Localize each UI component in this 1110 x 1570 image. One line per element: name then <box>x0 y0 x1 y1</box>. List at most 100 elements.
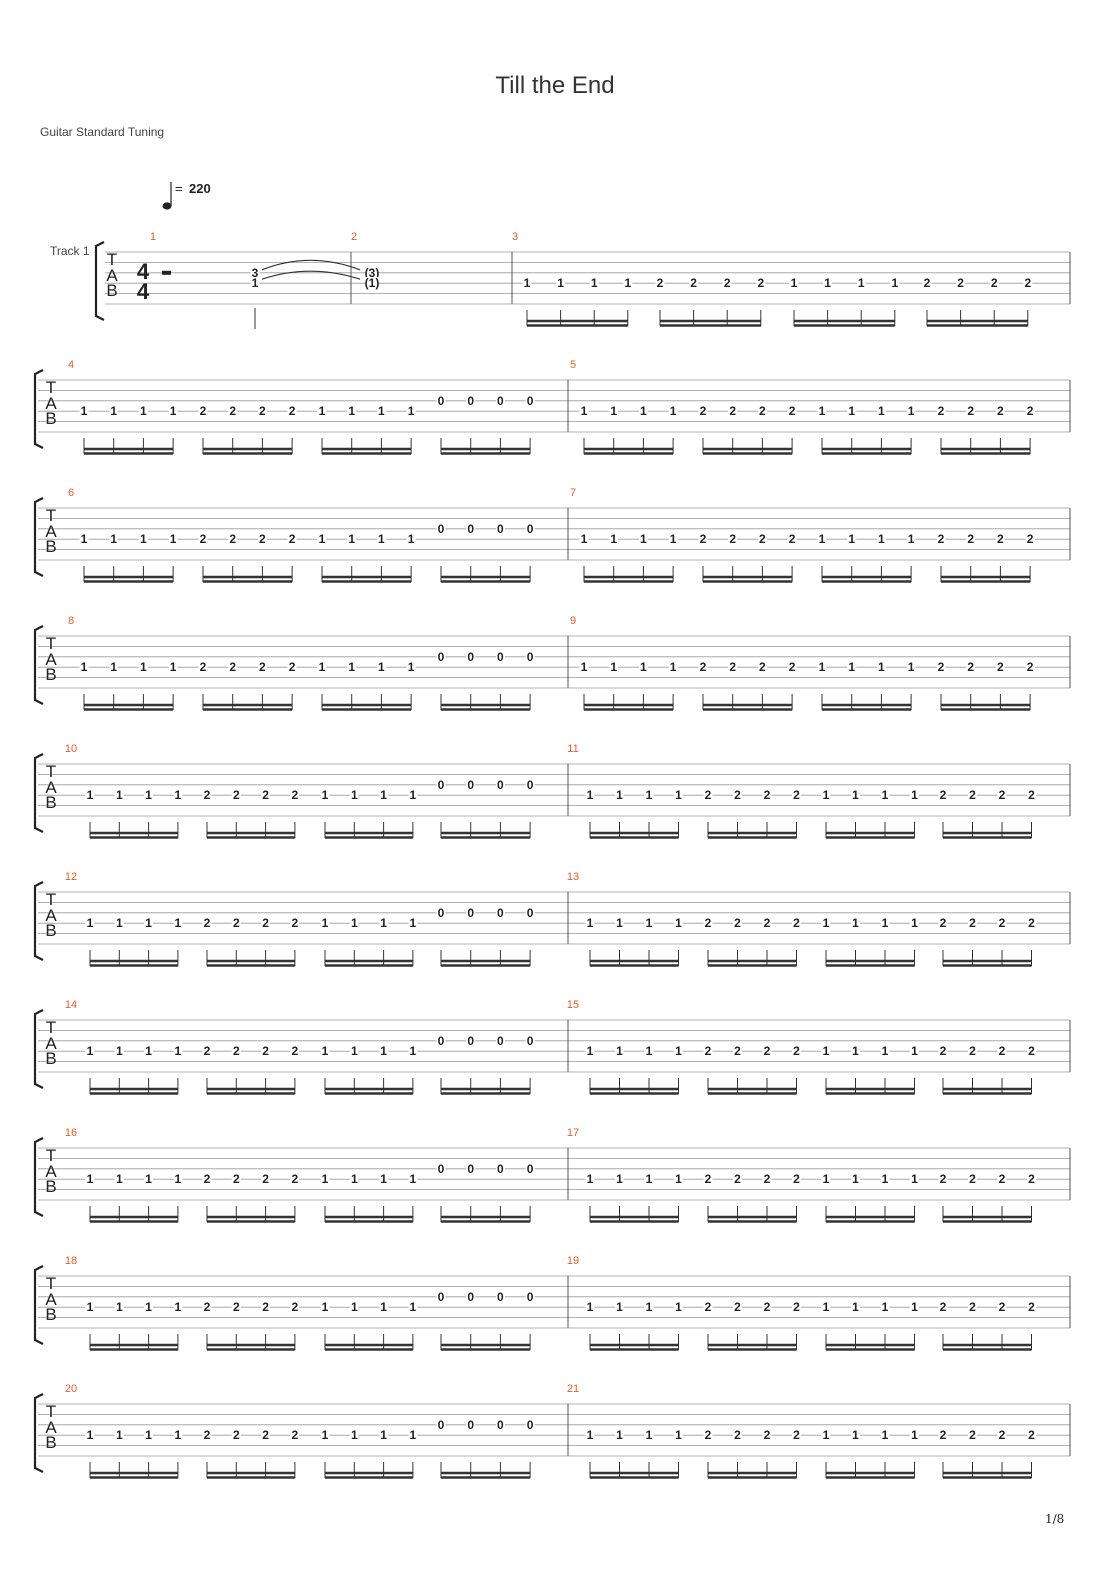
fret-number: 0 <box>497 1162 504 1176</box>
fret-bg <box>320 1173 330 1185</box>
fret-number: 2 <box>789 404 796 418</box>
fret-number: 0 <box>497 778 504 792</box>
fret-number: 1 <box>610 404 617 418</box>
fret-bg <box>114 789 124 801</box>
fret-number: 0 <box>438 906 445 920</box>
fret-bg <box>674 1301 683 1313</box>
fret-bg <box>261 1301 271 1313</box>
fret-number: 2 <box>229 404 236 418</box>
fret-bg <box>436 1162 446 1174</box>
fret-bg <box>890 277 900 289</box>
fret-bg <box>762 1429 772 1441</box>
fret-bg <box>406 533 416 545</box>
measure-number: 3 <box>512 231 518 243</box>
fret-bg <box>910 917 919 929</box>
song-title: Till the End <box>495 72 615 99</box>
fret-bg <box>261 1429 271 1441</box>
fret-bg <box>876 405 886 417</box>
fret-bg <box>287 405 297 417</box>
tab-clef-letter: T <box>46 378 56 397</box>
fret-bg <box>287 533 297 545</box>
fret-number: 1 <box>110 532 117 546</box>
fret-bg <box>995 661 1005 673</box>
fret-bg <box>968 1301 977 1313</box>
fret-bg <box>436 1418 446 1430</box>
fret-number: 1 <box>670 404 677 418</box>
fret-number: 1 <box>110 660 117 674</box>
fret-number: 1 <box>911 916 918 930</box>
tab-clef-letter: A <box>45 1290 57 1309</box>
fret-bg <box>589 277 599 289</box>
fret-number: 2 <box>289 532 296 546</box>
fret-bg <box>379 917 389 929</box>
fret-bg <box>79 661 89 673</box>
fret-bg <box>379 1045 389 1057</box>
fret-bg <box>144 1045 154 1057</box>
fret-number: 1 <box>640 660 647 674</box>
fret-bg <box>615 1301 624 1313</box>
fret-bg <box>231 1429 241 1441</box>
fret-bg <box>290 1429 300 1441</box>
fret-bg <box>609 533 619 545</box>
fret-number: 1 <box>581 532 588 546</box>
fret-bg <box>198 533 208 545</box>
tab-clef-letter: B <box>45 1177 56 1196</box>
fret-number: (3) <box>365 266 380 280</box>
fret-bg <box>674 1429 683 1441</box>
half-rest <box>162 270 171 275</box>
fret-bg <box>851 1301 860 1313</box>
system-bracket <box>33 497 44 577</box>
fret-number: 1 <box>145 1300 152 1314</box>
fret-number: 2 <box>969 788 976 802</box>
tab-clef-letter: T <box>46 634 56 653</box>
fret-number: 2 <box>940 916 947 930</box>
fret-number: 2 <box>764 1044 771 1058</box>
fret-number: 1 <box>557 276 564 290</box>
fret-number: 2 <box>292 788 299 802</box>
tie <box>261 259 361 271</box>
fret-bg <box>495 906 505 918</box>
fret-number: 2 <box>729 404 736 418</box>
fret-bg <box>525 1162 535 1174</box>
fret-number: 2 <box>938 404 945 418</box>
fret-number: 1 <box>380 1172 387 1186</box>
fret-number: 2 <box>690 276 697 290</box>
fret-number: 0 <box>467 1034 474 1048</box>
fret-bg <box>320 1045 330 1057</box>
fret-bg <box>556 277 566 289</box>
fret-bg <box>290 789 300 801</box>
fret-bg <box>79 533 89 545</box>
fret-number: 2 <box>204 1172 211 1186</box>
fret-number: 0 <box>467 1290 474 1304</box>
fret-number: 0 <box>467 522 474 536</box>
tab-clef-letter: A <box>45 650 57 669</box>
fret-number: 1 <box>882 1300 889 1314</box>
fret-bg <box>290 1301 300 1313</box>
fret-number: 2 <box>200 660 207 674</box>
fret-bg <box>522 277 532 289</box>
fret-bg <box>495 778 505 790</box>
tab-clef-letter: B <box>45 793 56 812</box>
fret-number: 2 <box>759 532 766 546</box>
fret-bg <box>644 917 654 929</box>
system-bracket <box>33 881 44 961</box>
fret-bg <box>144 917 154 929</box>
time-signature-top: 4 <box>137 259 150 284</box>
fret-number: 2 <box>793 1428 800 1442</box>
fret-number: 2 <box>997 404 1004 418</box>
fret-number: 1 <box>670 532 677 546</box>
fret-number: 2 <box>700 404 707 418</box>
fret-bg <box>906 405 916 417</box>
fret-number: 0 <box>497 522 504 536</box>
fret-number: 0 <box>497 1034 504 1048</box>
tab-clef-letter: A <box>45 1034 57 1053</box>
fret-number: 2 <box>729 660 736 674</box>
fret-number: 1 <box>908 532 915 546</box>
fret-bg <box>114 917 124 929</box>
fret-number: 0 <box>467 906 474 920</box>
fret-number: 1 <box>145 1044 152 1058</box>
fret-bg <box>261 917 271 929</box>
measure-number: 8 <box>68 615 74 627</box>
fret-bg <box>615 1429 624 1441</box>
tab-clef-letter: A <box>45 906 57 925</box>
